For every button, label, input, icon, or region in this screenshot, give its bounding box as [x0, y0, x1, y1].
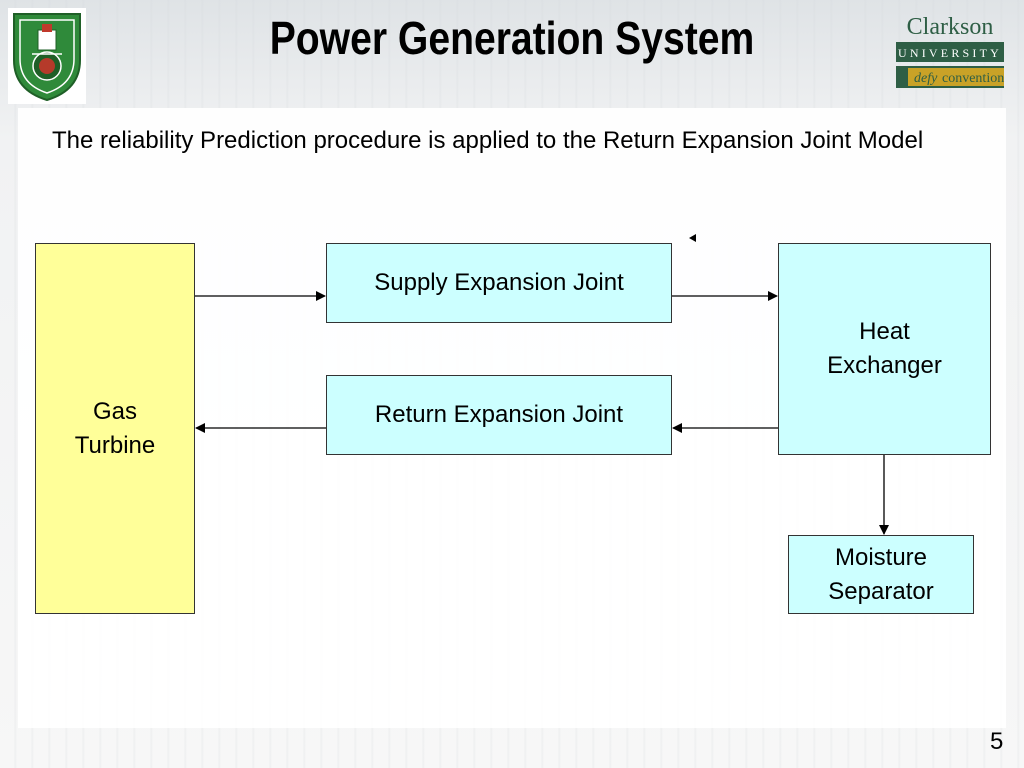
moisture-separator-label-line1: Moisture [834, 543, 928, 571]
return-expansion-joint-node: Return Expansion Joint [326, 375, 672, 455]
clarkson-logo-name: Clarkson [907, 14, 994, 40]
slide-page-number: 5 [990, 728, 1004, 755]
heat-exchanger-label-line1: Heat [859, 318, 910, 345]
slide-title: Power Generation System [269, 12, 755, 64]
slide-intro-text: The reliability Prediction procedure is … [52, 127, 924, 154]
gas-turbine-label-line2: Turbine [74, 431, 156, 459]
heat-exchanger-node: Heat Exchanger [778, 243, 991, 455]
clarkson-logo-subtitle: UNIVERSITY [898, 46, 1002, 60]
clarkson-logo-tagline-defy: defy [914, 71, 938, 86]
return-expansion-joint-label: Return Expansion Joint [374, 401, 624, 428]
university-crest-icon [13, 13, 81, 102]
university-crest-logo [8, 8, 86, 104]
supply-expansion-joint-node: Supply Expansion Joint [326, 243, 672, 323]
gas-turbine-node: Gas Turbine [35, 243, 195, 614]
gas-turbine-label-line1: Gas [92, 397, 137, 425]
moisture-separator-label-line2: Separator [828, 577, 934, 605]
clarkson-university-logo: Clarkson UNIVERSITY defy convention [894, 12, 1006, 90]
clarkson-logo-tagline-convention: convention [942, 71, 1004, 86]
heat-exchanger-label-line2: Exchanger [827, 352, 942, 379]
supply-expansion-joint-label: Supply Expansion Joint [374, 269, 624, 296]
moisture-separator-node: Moisture Separator [788, 535, 974, 614]
